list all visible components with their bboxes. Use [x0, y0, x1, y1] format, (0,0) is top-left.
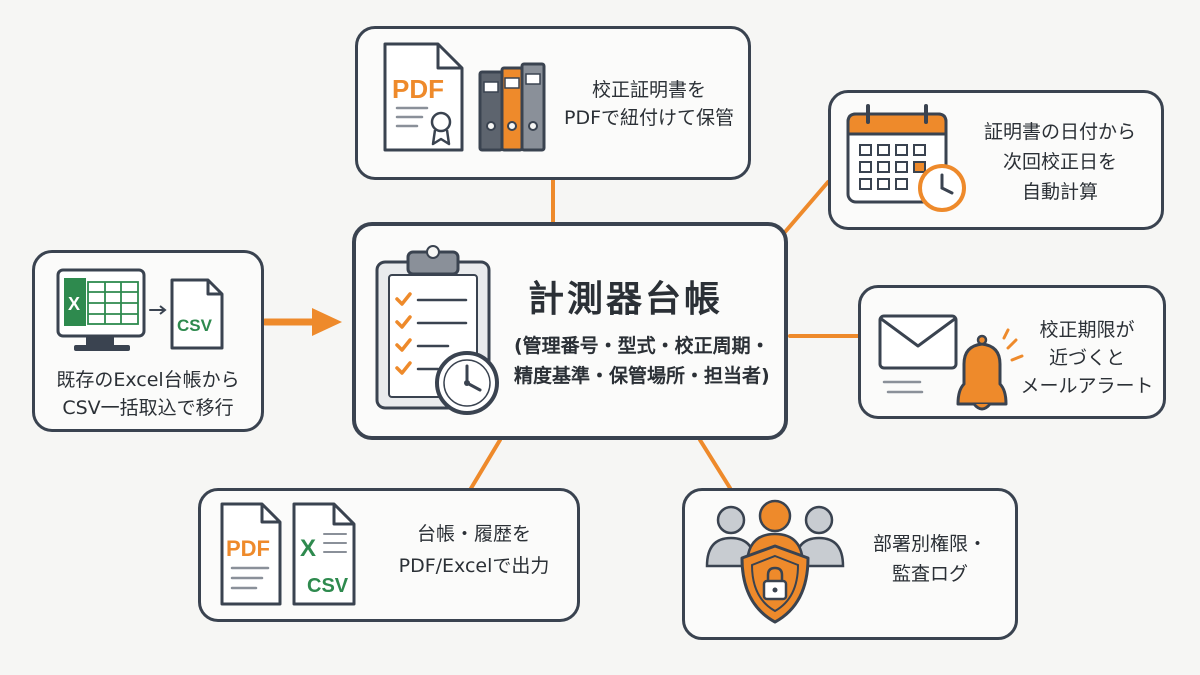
auto-calc-line2: 次回校正日を: [1002, 151, 1117, 173]
center-ledger-box: [352, 222, 788, 440]
mail-alert-line3: メールアラート: [1020, 375, 1154, 397]
center-subtitle-line2: 精度基準・保管場所・担当者): [514, 365, 770, 387]
pdf-storage-line2: PDFで紐付けて保管: [563, 107, 735, 129]
mail-alert-line2: 近づくと: [1048, 347, 1125, 369]
import-arrow: [261, 308, 342, 336]
connector-bottom-left: [468, 438, 502, 492]
connector-bottom-right: [698, 438, 732, 490]
export-line2: PDF/Excelで出力: [398, 555, 550, 577]
excel-import-line2: CSV一括取込で移行: [62, 397, 234, 419]
pdf-storage-line1: 校正証明書を: [591, 79, 706, 101]
permissions-line1: 部署別権限・: [872, 533, 987, 555]
export-line1: 台帳・履歴を: [416, 523, 531, 545]
center-title: 計測器台帳: [528, 279, 724, 320]
connector-top-right: [783, 180, 830, 234]
center-subtitle-line1: (管理番号・型式・校正周期・: [514, 335, 770, 357]
mail-alert-line1: 校正期限が: [1039, 319, 1135, 341]
auto-calc-line3: 自動計算: [1021, 181, 1098, 203]
permissions-line2: 監査ログ: [891, 563, 968, 585]
excel-import-line1: 既存のExcel台帳から: [56, 369, 240, 391]
auto-calc-line1: 証明書の日付から: [983, 121, 1136, 143]
